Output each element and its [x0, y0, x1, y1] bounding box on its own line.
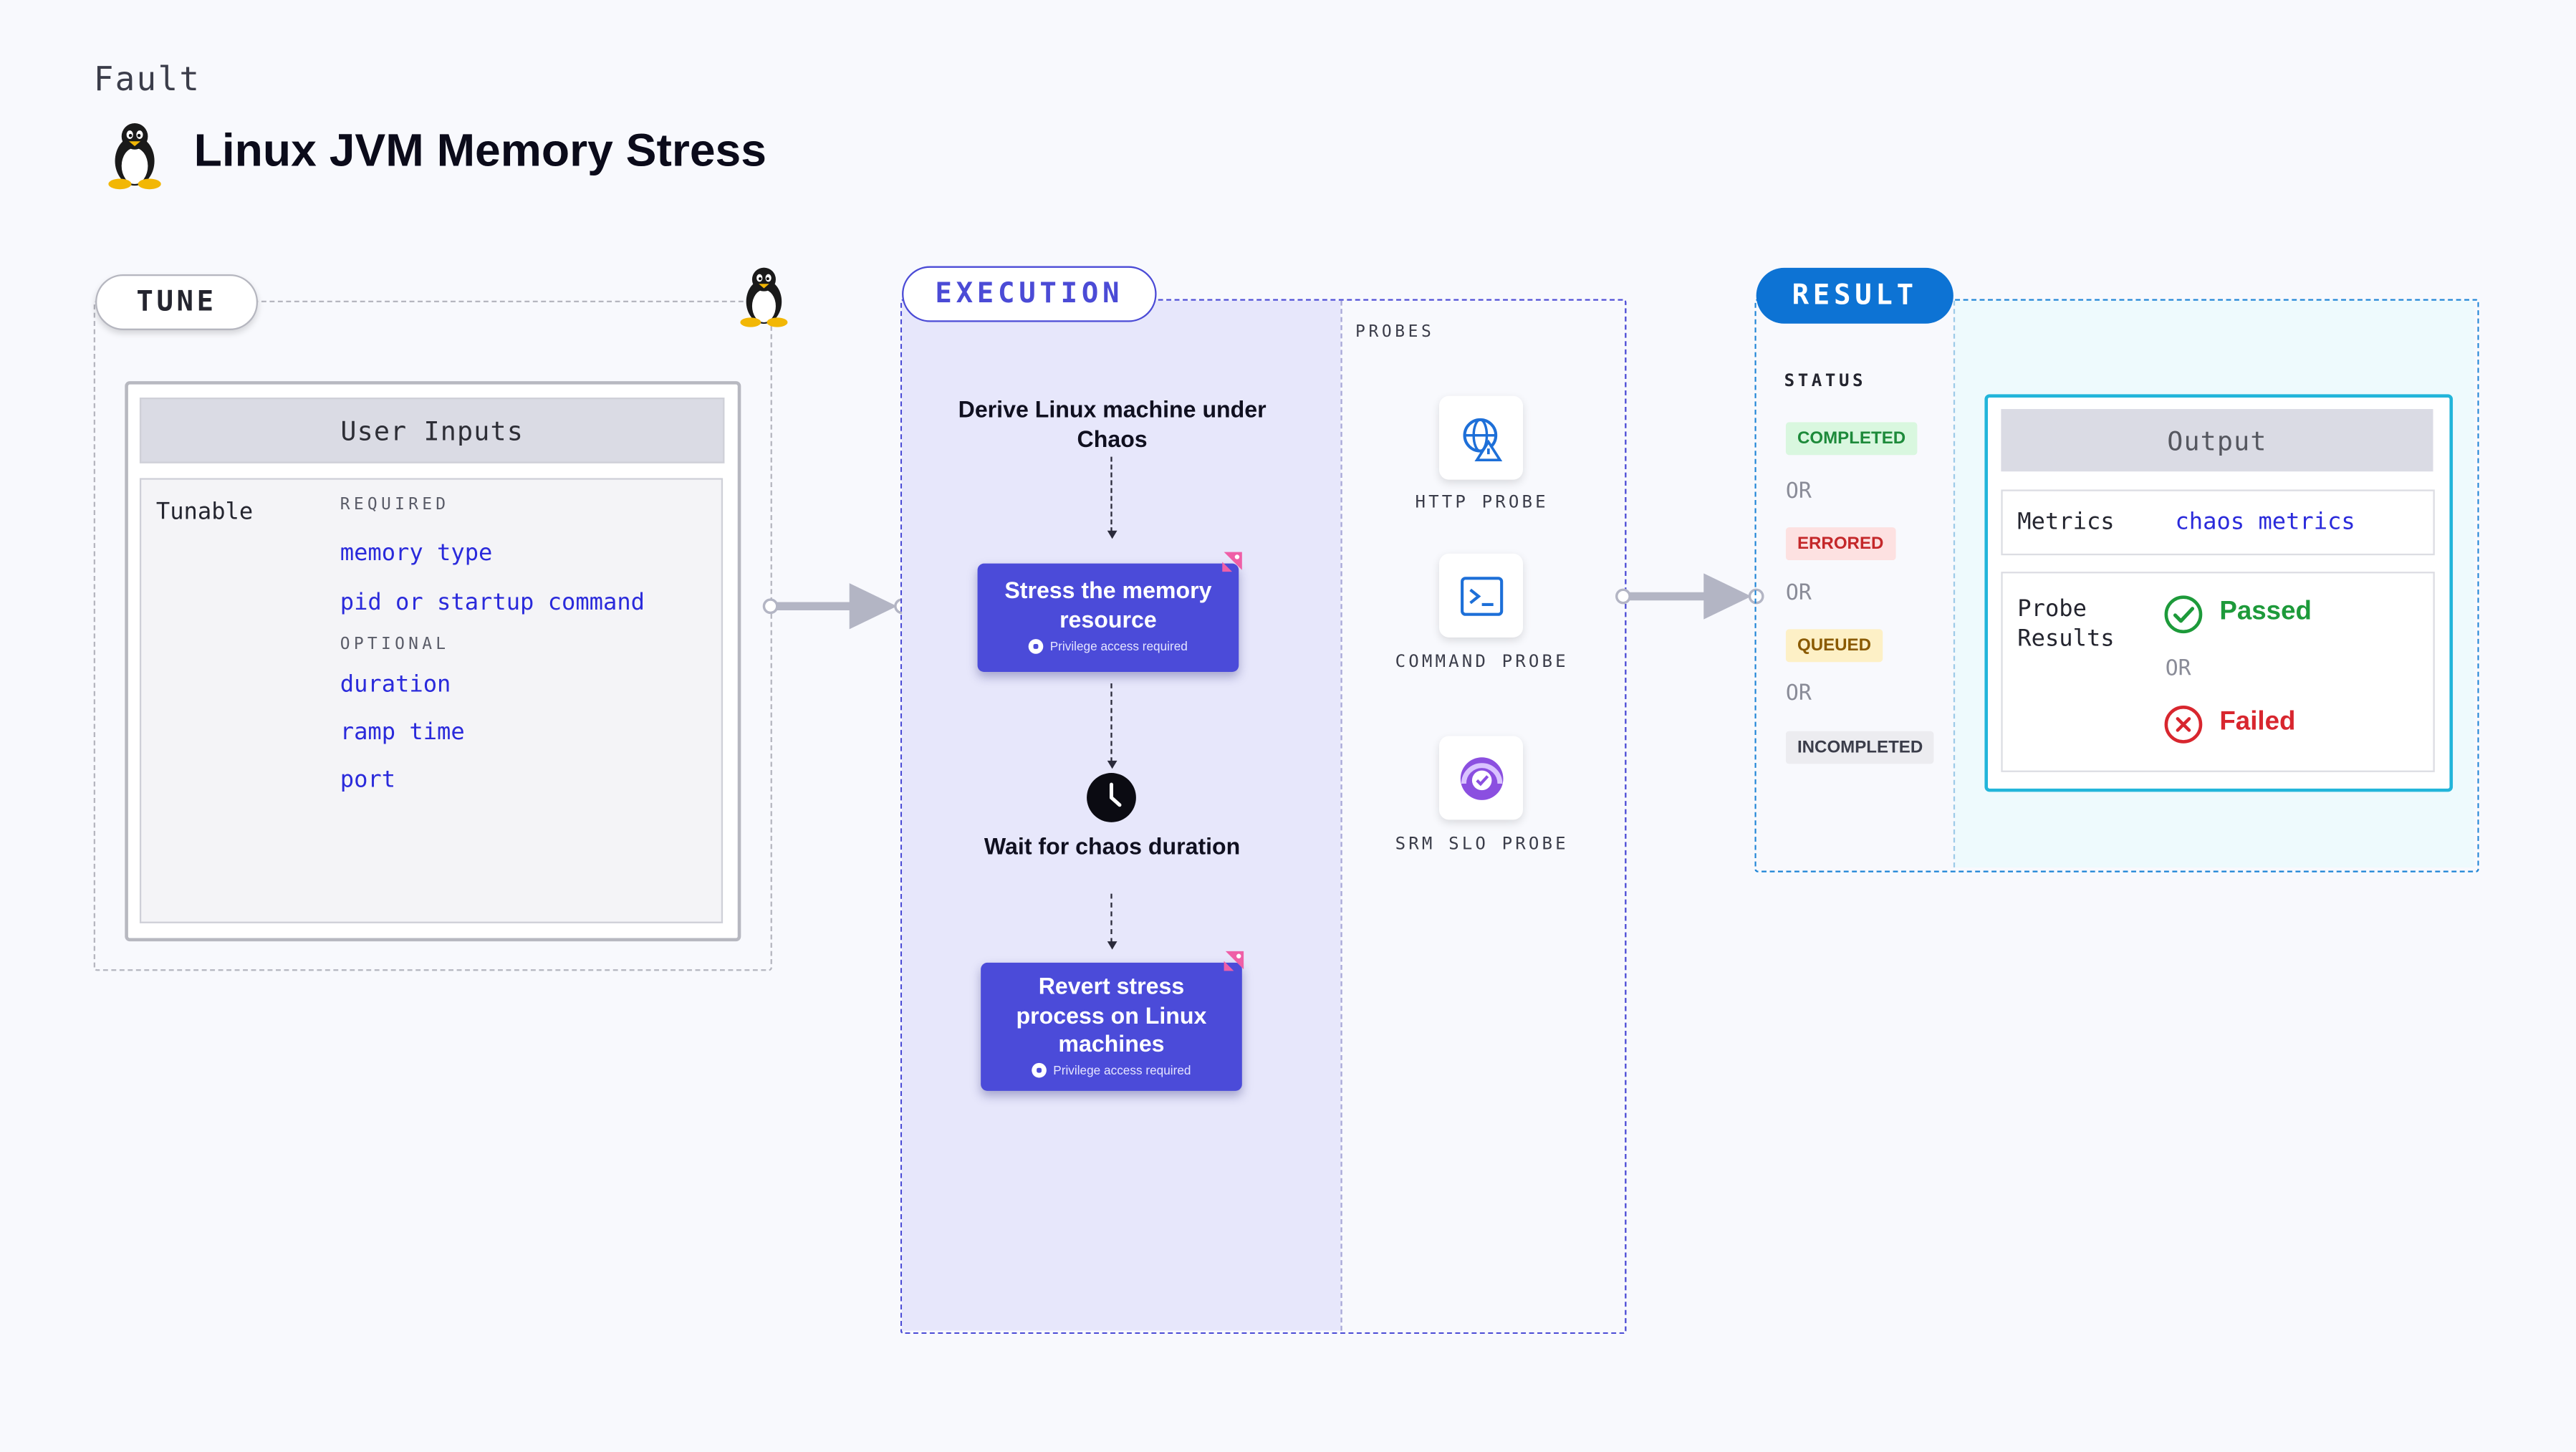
param-pid-or-startup-command: pid or startup command [340, 590, 645, 617]
status-label: STATUS [1784, 371, 1867, 391]
or-text: OR [1785, 681, 1812, 707]
execution-pill: EXECUTION [902, 266, 1157, 322]
or-text: OR [2165, 657, 2191, 682]
http-probe-card [1439, 395, 1523, 480]
step-stress-memory-title: Stress the memory resource [1004, 576, 1212, 632]
linux-tux-icon [108, 123, 161, 190]
srm-slo-probe-label: SRM SLO PROBE [1395, 835, 1569, 855]
probe-results-label: Probe Results [2017, 596, 2115, 653]
execution-divider [1340, 300, 1342, 1331]
srm-slo-probe-card [1439, 736, 1523, 820]
execution-section [900, 299, 1627, 1335]
clock-icon [1087, 773, 1136, 822]
tunable-label: Tunable [155, 499, 254, 526]
privilege-note: Privilege access required [981, 1062, 1242, 1077]
terminal-icon [1459, 576, 1503, 615]
flow-arrowhead [1106, 941, 1117, 950]
fault-kind-label: Fault [93, 59, 201, 99]
lock-icon [1032, 1062, 1047, 1077]
param-ramp-time: ramp time [340, 719, 465, 746]
chaos-tag-icon [1222, 552, 1242, 572]
privilege-note: Privilege access required [978, 639, 1239, 654]
or-text: OR [1785, 479, 1812, 505]
privilege-note-text: Privilege access required [1053, 1062, 1191, 1077]
metrics-value: chaos metrics [2175, 509, 2355, 536]
execution-to-result-arrow [1615, 573, 1764, 620]
output-title: Output [2001, 409, 2433, 472]
chaos-tag-icon [1224, 951, 1244, 971]
probe-passed-text: Passed [2219, 597, 2312, 626]
result-section [1754, 299, 2479, 872]
tune-section [93, 300, 772, 971]
http-globe-icon [1462, 417, 1502, 461]
status-errored-badge: ERRORED [1785, 527, 1895, 561]
step-wait-for-chaos-duration: Wait for chaos duration [984, 832, 1241, 860]
probe-results-row [2001, 572, 2435, 772]
user-inputs-body [139, 478, 724, 923]
flow-connector [1110, 893, 1112, 943]
linux-tux-icon [740, 267, 788, 327]
tune-pill: TUNE [95, 274, 259, 330]
param-duration: duration [340, 672, 451, 698]
step-revert-stress-title: Revert stress process on Linux machines [1016, 972, 1207, 1057]
privilege-note-text: Privilege access required [1049, 639, 1188, 654]
metrics-row [2001, 489, 2435, 556]
or-text: OR [1785, 581, 1812, 607]
required-label: REQUIRED [340, 496, 450, 514]
flow-connector [1110, 683, 1112, 763]
user-inputs-title: User Inputs [139, 398, 725, 463]
slo-gauge-icon [1459, 756, 1503, 799]
status-completed-badge: COMPLETED [1785, 422, 1918, 456]
command-probe-label: COMMAND PROBE [1395, 652, 1569, 673]
status-queued-badge: QUEUED [1785, 629, 1883, 663]
step-stress-memory-card: Stress the memory resource Privilege acc… [977, 563, 1239, 673]
param-port: port [340, 767, 396, 794]
result-divider [1953, 300, 1956, 867]
tune-to-execution-arrow [762, 583, 910, 630]
step-revert-stress-card: Revert stress process on Linux machines … [981, 962, 1242, 1091]
status-incompleted-badge: INCOMPLETED [1785, 731, 1935, 764]
probes-label: PROBES [1355, 323, 1435, 342]
flow-arrowhead [1106, 530, 1117, 539]
metrics-label: Metrics [2017, 509, 2115, 536]
step-derive-linux-machine: Derive Linux machine under Chaos [958, 395, 1267, 452]
result-pill: RESULT [1756, 267, 1953, 324]
check-circle-icon [2164, 595, 2203, 634]
flow-arrowhead [1106, 760, 1117, 769]
optional-label: OPTIONAL [340, 635, 450, 654]
param-memory-type: memory type [340, 540, 493, 567]
x-circle-icon [2164, 706, 2203, 744]
http-probe-label: HTTP PROBE [1415, 493, 1549, 513]
command-probe-card [1439, 553, 1523, 638]
flow-connector [1110, 456, 1112, 533]
probe-failed-text: Failed [2219, 708, 2296, 736]
page-title: Linux JVM Memory Stress [193, 125, 767, 176]
lock-icon [1028, 639, 1044, 654]
